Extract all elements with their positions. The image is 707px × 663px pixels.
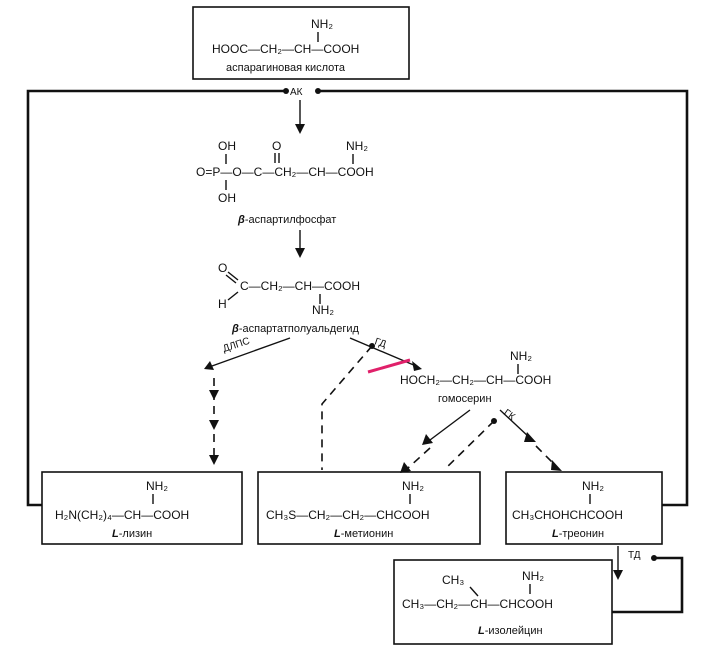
aspartic-acid-formula: HOOC—CH₂—CH—COOH: [212, 42, 359, 56]
threonine-name-text: L-треонин: [552, 528, 604, 540]
arrow-asp-to-phosphate-head: [295, 124, 305, 134]
ak-feedback-dot-left: [283, 88, 289, 94]
methionine-dashed-path: [407, 447, 431, 469]
semialdehyde-o-bond-1: [227, 271, 239, 281]
threonine-dashed-path: [535, 445, 557, 467]
aspartic-acid-nh2: NH₂: [311, 17, 333, 31]
arrow-homoserine-to-threonine-head: [524, 432, 536, 442]
ak-feedback-dot-right: [315, 88, 321, 94]
homoserine-node: NH₂ HOCH₂—CH₂—CH—COOH гомосерин: [400, 349, 551, 405]
arrow-homoserine-to-methionine-head: [422, 434, 433, 445]
threonine-node: NH₂ CH₃CHOHCHCOOH L-треонин: [505, 471, 663, 545]
aspartic-acid-name: аспарагиновая кислота: [226, 62, 346, 74]
lysine-path-arrow-2: [209, 420, 219, 430]
threonine-name-prefix: L: [552, 528, 559, 540]
methionine-node: NH₂ CH₃S—CH₂—CH₂—CHCOOH L-метионин: [257, 471, 481, 545]
homoserine-branch: ГД: [321, 336, 422, 470]
phosphate-name-prefix: β: [237, 214, 245, 226]
isoleucine-box: [393, 559, 613, 645]
homoserine-formula: HOCH₂—CH₂—CH—COOH: [400, 373, 551, 387]
aspartic-acid-box: [192, 6, 410, 80]
phosphate-o-double: O: [272, 139, 281, 153]
isoleucine-name-prefix: L: [478, 625, 485, 637]
homoserine-branches: ГК: [400, 407, 562, 473]
threonine-nh2: NH₂: [582, 479, 604, 493]
enzyme-td-label: ТД: [628, 550, 641, 561]
semialdehyde-name-prefix: β: [231, 323, 239, 335]
semialdehyde-h-bond: [227, 291, 239, 301]
semialdehyde-name: -аспартатполуальдегид: [239, 323, 360, 335]
methionine-dashed-arrow-head: [400, 462, 411, 473]
methionine-name: -метионин: [341, 528, 394, 540]
lysine-box: [41, 471, 243, 545]
aspartic-acid-node: NH₂ HOOC—CH₂—CH—COOH аспарагиновая кисло…: [192, 6, 410, 80]
semialdehyde-formula: C—CH₂—CH—COOH: [240, 279, 360, 293]
lysine-name-prefix: L: [112, 528, 119, 540]
isoleucine-formula: CH₃—CH₂—CH—CHCOOH: [402, 597, 553, 611]
arrow-to-lysine-branch-head: [204, 361, 214, 370]
isoleucine-nh2: NH₂: [522, 569, 544, 583]
lysine-formula: H₂N(CH₂)₄—CH—COOH: [55, 508, 189, 522]
enzyme-dlps-label: ДЛПС: [222, 336, 252, 355]
phosphate-formula: O=P—O—C—CH₂—CH—COOH: [196, 165, 374, 179]
arrow-to-homoserine-head: [412, 361, 422, 371]
isoleucine-name-text: L-изолейцин: [478, 625, 543, 637]
arrow-homoserine-to-threonine: [499, 409, 531, 439]
aspartyl-phosphate-node: OH O NH₂ O=P—O—C—CH₂—CH—COOH OH β-аспарт…: [196, 139, 374, 226]
lysine-path-arrow-1: [209, 390, 219, 400]
phosphate-oh-top: OH: [218, 139, 236, 153]
threonine-feedback-line: [318, 89, 689, 507]
arrow-threonine-to-isoleucine-head: [613, 570, 623, 580]
lysine-name-text: L-лизин: [112, 528, 152, 540]
isoleucine-branch: ТД: [612, 546, 684, 614]
isoleucine-name: -изолейцин: [485, 625, 543, 637]
semialdehyde-name-text: β-аспартатполуальдегид: [231, 323, 359, 335]
threonine-box: [505, 471, 663, 545]
homoserine-name: гомосерин: [438, 393, 492, 405]
lysine-name: -лизин: [119, 528, 153, 540]
phosphate-oh-bottom: OH: [218, 191, 236, 205]
semialdehyde-nh2: NH₂: [312, 303, 334, 317]
enzyme-ak-label: АК: [290, 87, 303, 98]
isoleucine-ch3-bond: [469, 586, 479, 597]
methionine-feedback-dashed: [321, 345, 373, 470]
arrow-homoserine-to-methionine: [429, 409, 471, 441]
threonine-formula: CH₃CHOHCHCOOH: [512, 508, 623, 522]
arrow-phosphate-to-semialdehyde-head: [295, 248, 305, 258]
phosphate-nh2: NH₂: [346, 139, 368, 153]
isoleucine-node: CH₃ NH₂ CH₃—CH₂—CH—CHCOOH L-изолейцин: [393, 559, 613, 645]
isoleucine-ch3: CH₃: [442, 573, 464, 587]
lysine-nh2: NH₂: [146, 479, 168, 493]
threonine-dashed-arrow-head: [551, 460, 562, 471]
semialdehyde-o: O: [218, 261, 227, 275]
homoserine-nh2: NH₂: [510, 349, 532, 363]
phosphate-name: -аспартилфосфат: [245, 214, 336, 226]
isoleucine-feedback-line: [612, 556, 684, 614]
ak-feedback-loop: АК: [26, 87, 689, 507]
lysine-path-arrow-3: [209, 455, 219, 465]
semialdehyde-node: O C—CH₂—CH—COOH H NH₂ β-аспартатполуальд…: [218, 261, 360, 335]
methionine-nh2: NH₂: [402, 479, 424, 493]
methionine-name-text: L-метионин: [334, 528, 393, 540]
threonine-name: -треонин: [559, 528, 604, 540]
phosphate-name-text: β-аспартилфосфат: [237, 214, 336, 226]
semialdehyde-o-bond-2: [225, 274, 237, 284]
methionine-formula: CH₃S—CH₂—CH₂—CHCOOH: [266, 508, 430, 522]
arrow-to-lysine-branch: [211, 337, 291, 367]
semialdehyde-h: H: [218, 297, 227, 311]
methionine-name-prefix: L: [334, 528, 341, 540]
lysine-node: NH₂ H₂N(CH₂)₄—CH—COOH L-лизин: [41, 471, 243, 545]
enzyme-gk-label: ГК: [501, 407, 517, 423]
enzyme-gd-label: ГД: [373, 336, 388, 350]
threonine-feedback-dashed: [443, 420, 495, 471]
lysine-feedback-line: [26, 89, 286, 507]
gd-inhibition-mark: [367, 358, 411, 374]
lysine-branch: ДЛПС: [204, 336, 291, 465]
methionine-box: [257, 471, 481, 545]
